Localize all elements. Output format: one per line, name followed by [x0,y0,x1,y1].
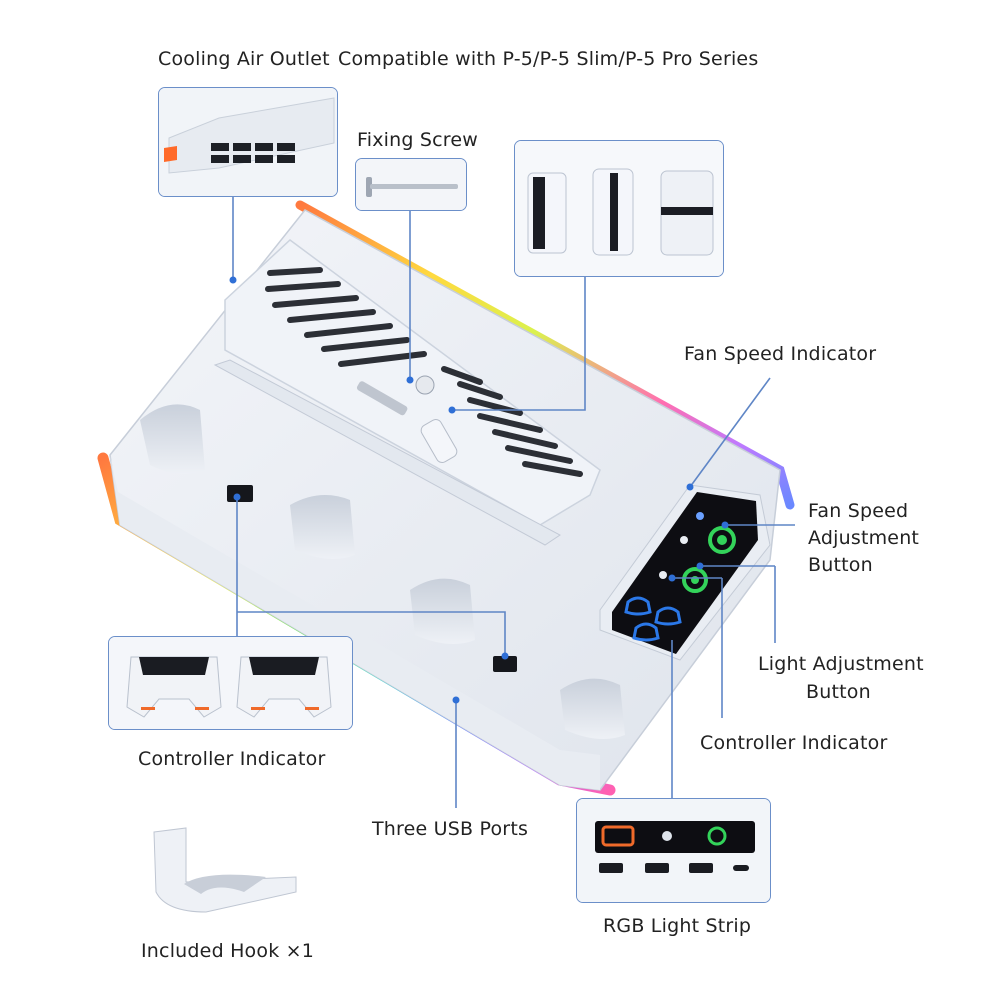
vent-icon [159,88,337,196]
fan-speed-indicator-label: Fan Speed Indicator [684,343,877,365]
fixing-screw-inset [355,158,467,211]
compatible-consoles-inset [514,140,724,277]
three-usb-ports-label: Three USB Ports [372,818,529,840]
light-adjustment-label-1: Light Adjustment [758,653,924,675]
controller-indicator-right-label: Controller Indicator [700,732,888,754]
fan-speed-adjustment-label-1: Fan Speed [808,500,909,522]
console-icon [515,141,723,276]
included-hook-label: Included Hook ×1 [141,940,315,962]
fan-speed-adjustment-label-3: Button [808,554,873,576]
cooling-outlet-inset [158,87,338,197]
fan-speed-adjustment-label-2: Adjustment [808,527,920,549]
usb-port-icon [577,799,770,902]
compatible-label: Compatible with P-5/P-5 Slim/P-5 Pro Ser… [338,48,759,70]
front-panel-inset [576,798,771,903]
controller-icon [109,637,352,729]
hook-icon [153,827,297,913]
cooling-air-outlet-label: Cooling Air Outlet [158,48,330,70]
rgb-light-strip-label: RGB Light Strip [603,915,752,937]
controllers-inset [108,636,353,730]
screw-icon [356,159,466,210]
controller-indicator-left-label: Controller Indicator [138,748,326,770]
fixing-screw-label: Fixing Screw [357,129,479,151]
light-adjustment-label-2: Button [806,681,871,703]
